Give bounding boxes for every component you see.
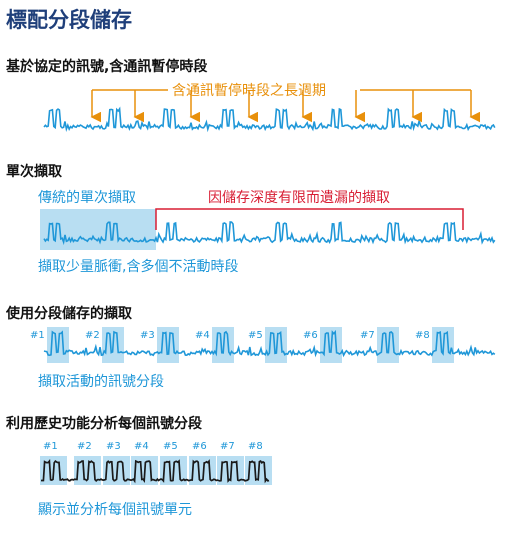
history-segment-label-5: #5 [163, 441, 178, 452]
segment-number-label-4: #4 [195, 330, 210, 341]
history-analysis-caption: 顯示並分析每個訊號單元 [38, 502, 192, 518]
segment-number-label-2: #2 [85, 330, 100, 341]
history-segment-label-6: #6 [192, 441, 207, 452]
section-heading-segmented-acquisition: 使用分段儲存的擷取 [6, 306, 132, 322]
history-segment-label-1: #1 [43, 441, 58, 452]
signal-waveform-segmented [43, 329, 496, 358]
single-acquisition-window [40, 209, 156, 250]
section-heading-protocol-signal: 基於協定的訊號,含通訊暫停時段 [6, 59, 208, 75]
segment-number-label-7: #7 [360, 330, 375, 341]
section-heading-history-analysis: 利用歷史功能分析每個訊號分段 [6, 416, 202, 432]
history-segment-label-7: #7 [220, 441, 235, 452]
missed-acquisition-bracket [155, 208, 464, 230]
history-waveform [41, 458, 270, 484]
history-segment-label-3: #3 [106, 441, 121, 452]
missed-acquisition-label: 因儲存深度有限而遺漏的擷取 [208, 190, 390, 206]
conventional-acquisition-label: 傳統的單次擷取 [38, 190, 136, 206]
segment-number-label-3: #3 [140, 330, 155, 341]
history-segment-label-4: #4 [134, 441, 149, 452]
single-acquisition-caption: 擷取少量脈衝,含多個不活動時段 [38, 259, 239, 275]
segment-number-label-8: #8 [415, 330, 430, 341]
history-segment-label-2: #2 [77, 441, 92, 452]
segment-number-label-1: #1 [30, 330, 45, 341]
segmented-acquisition-caption: 擷取活動的訊號分段 [38, 374, 164, 390]
history-segment-label-8: #8 [248, 441, 263, 452]
segment-number-label-5: #5 [248, 330, 263, 341]
page-title: 標配分段儲存 [6, 8, 132, 32]
segment-highlight-7 [377, 327, 399, 363]
signal-waveform-single [43, 221, 496, 246]
section-heading-single-acquisition: 單次擷取 [6, 164, 62, 180]
signal-waveform-protocol [43, 106, 496, 133]
segment-highlight-5 [265, 327, 287, 363]
segment-number-label-6: #6 [303, 330, 318, 341]
segment-highlight-3 [157, 327, 179, 363]
